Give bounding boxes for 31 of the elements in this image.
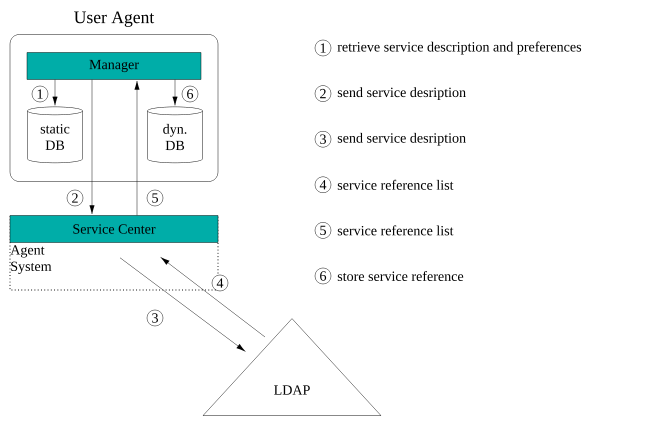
process-box: Service Center [10, 215, 218, 243]
circled-number: 5 [314, 222, 332, 239]
arrow [89, 80, 95, 214]
key-text: retrieve service description and preferences [338, 42, 582, 54]
edge-label: 1 [32, 86, 48, 102]
arrow [120, 258, 246, 352]
key-text: send service desription [338, 132, 466, 146]
edge-label: 6 [182, 86, 198, 102]
edge-label: 4 [212, 274, 228, 292]
arrow [172, 80, 178, 106]
arrow [160, 257, 266, 338]
region-label: Agent System [10, 245, 52, 274]
database-cylinder: dyn. DB [147, 106, 203, 164]
circled-number: 6 [314, 268, 332, 284]
key-text: store service reference [338, 270, 464, 281]
triangle-node: LDAP [202, 318, 382, 416]
database-cylinder: static DB [27, 106, 83, 164]
circled-number: 2 [314, 85, 332, 102]
circled-number: 4 [314, 176, 332, 194]
process-box: Manager [26, 52, 202, 80]
key-text: service reference list [338, 180, 454, 190]
key-text: send service desription [338, 87, 466, 100]
arrow [52, 80, 58, 106]
edge-label: 5 [146, 190, 164, 206]
edge-label: 3 [146, 310, 164, 326]
arrow [134, 80, 140, 216]
circled-number: 1 [314, 40, 332, 56]
circled-number: 3 [314, 130, 332, 148]
box-title: User Agent [74, 11, 154, 27]
edge-label: 2 [66, 190, 84, 206]
key-text: service reference list [338, 225, 454, 236]
